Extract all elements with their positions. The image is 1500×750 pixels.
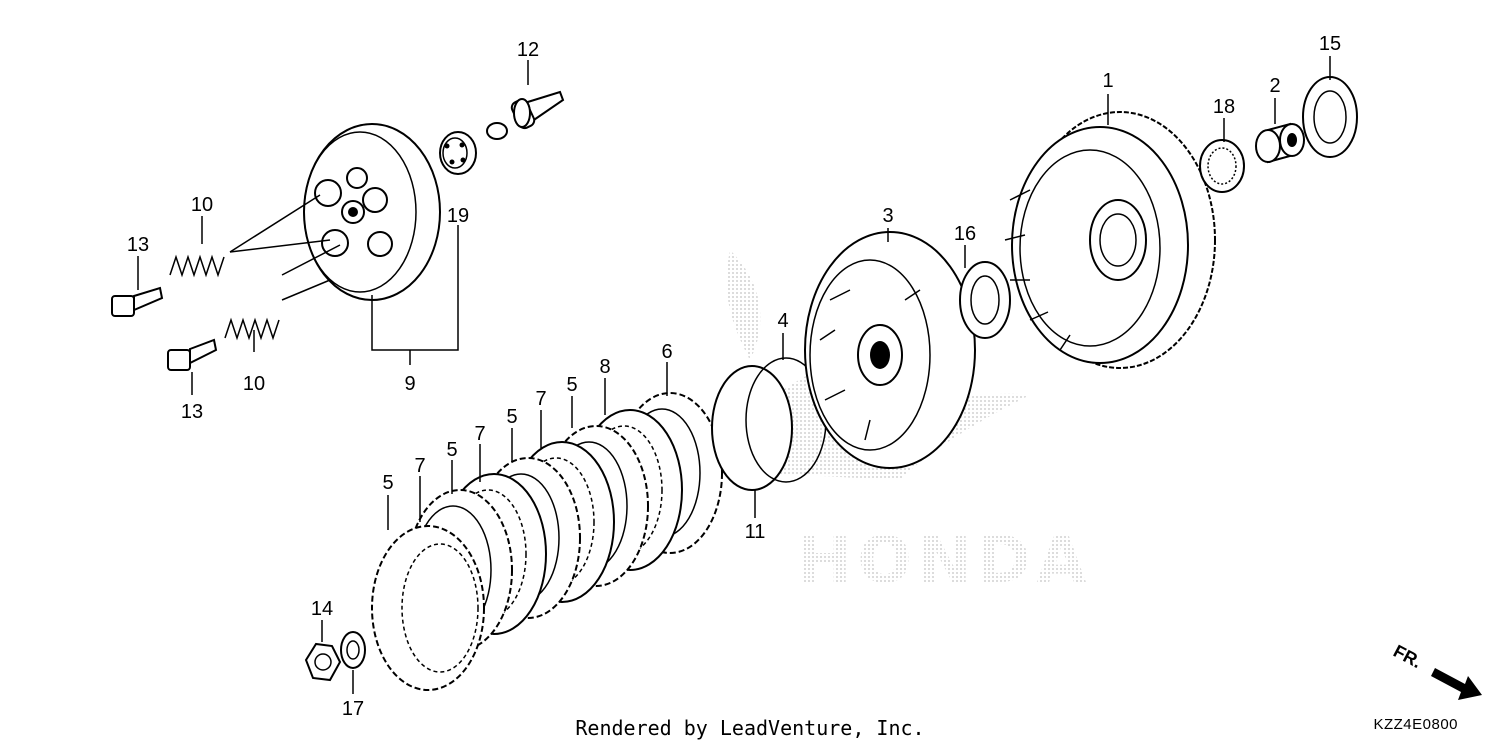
part-2-collar	[1255, 122, 1305, 164]
part-10-spring-upper	[169, 254, 225, 278]
part-14-nut	[304, 642, 342, 682]
callout-6: 6	[661, 341, 672, 363]
clutch-plate-stack	[371, 392, 723, 691]
callout-5c: 5	[506, 406, 517, 428]
callout-10b: 10	[243, 373, 265, 395]
callout-4: 4	[777, 310, 788, 332]
part-11-wire-ring	[711, 365, 793, 491]
callout-labels: 1 2 3 4 5 5 5 5 6 7 7 7 8 9 10 10 11 12 …	[127, 33, 1341, 720]
callout-11: 11	[745, 521, 766, 543]
callout-7c: 7	[535, 388, 546, 410]
watermark-text: HONDA	[798, 524, 1092, 598]
diagram-code: KZZ4E0800	[1373, 716, 1458, 733]
callout-7a: 7	[414, 455, 425, 477]
callout-14: 14	[311, 598, 333, 620]
part-19-bearing	[439, 131, 477, 175]
front-direction-indicator: FR.	[1390, 641, 1482, 700]
rendered-by-footer: Rendered by LeadVenture, Inc.	[575, 716, 925, 740]
callout-18: 18	[1213, 96, 1235, 118]
part-13-bolt-upper	[111, 286, 164, 317]
part-16-washer	[959, 261, 1011, 339]
callout-19: 19	[447, 205, 469, 227]
callout-10a: 10	[191, 194, 213, 216]
callout-15: 15	[1319, 33, 1341, 55]
part-17-washer	[340, 631, 366, 669]
callout-17: 17	[342, 698, 364, 720]
callout-9: 9	[404, 373, 415, 395]
arrow-down-right-icon	[1431, 668, 1482, 700]
part-12-pin	[486, 90, 565, 140]
callout-5a: 5	[382, 472, 393, 494]
callout-8: 8	[599, 356, 610, 378]
callout-13b: 13	[181, 401, 203, 423]
leader-lines	[229, 194, 459, 365]
callout-3: 3	[882, 205, 893, 227]
callout-leaders	[137, 56, 1331, 694]
callout-7b: 7	[474, 423, 485, 445]
callout-2: 2	[1269, 75, 1280, 97]
part-3-clutch-center	[804, 231, 976, 469]
callout-13a: 13	[127, 234, 149, 256]
part-1-clutch-outer	[1004, 111, 1216, 369]
part-13-bolt-lower	[167, 338, 218, 371]
callout-5d: 5	[566, 374, 577, 396]
callout-1: 1	[1102, 70, 1113, 92]
callout-16: 16	[954, 223, 976, 245]
part-10-spring-lower	[224, 317, 280, 341]
callout-12: 12	[517, 39, 539, 61]
part-15-thrust-washer	[1302, 76, 1358, 158]
part-9-pressure-plate	[303, 123, 441, 301]
fr-label: FR.	[1390, 641, 1425, 672]
part-18-needle-bearing	[1199, 139, 1245, 193]
callout-5b: 5	[446, 439, 457, 461]
